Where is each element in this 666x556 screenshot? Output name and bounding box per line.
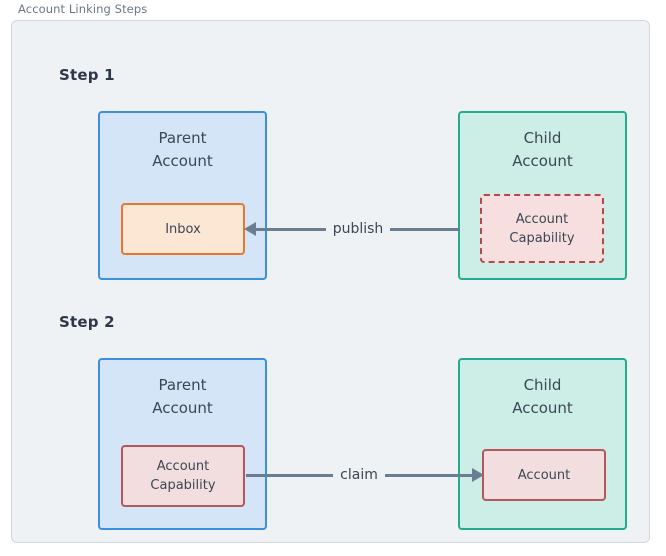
arrow-head-right-icon: [472, 468, 485, 482]
step-2-claim-arrow: claim: [246, 465, 485, 485]
step-2-parent-account-title: Parent Account: [152, 376, 213, 417]
step-1-child-account-title: Child Account: [512, 129, 573, 170]
arrow-line-segment: [246, 473, 334, 477]
step-1-arrow-label: publish: [332, 221, 384, 237]
arrow-head-left-icon: [244, 222, 256, 236]
step-2-label: Step 2: [59, 313, 115, 331]
arrow-line-segment: [384, 473, 473, 477]
diagram-frame: Step 1 Parent Account Inbox Child Accoun…: [11, 20, 650, 543]
step-2-account-chip[interactable]: Account: [482, 449, 606, 501]
arrow-line-segment: [390, 227, 460, 231]
step-2-account-capability-chip[interactable]: Account Capability: [121, 445, 245, 507]
step-1-account-capability-chip[interactable]: Account Capability: [480, 194, 604, 263]
step-2-child-account-box[interactable]: Child Account: [458, 358, 627, 530]
step-1-inbox-chip[interactable]: Inbox: [121, 203, 245, 255]
step-1-parent-account-title: Parent Account: [152, 129, 213, 170]
step-1-publish-arrow: publish: [244, 219, 460, 239]
figure-caption: Account Linking Steps: [18, 2, 148, 16]
step-2-arrow-label: claim: [340, 467, 378, 483]
arrow-line-segment: [256, 227, 326, 231]
step-2-child-account-title: Child Account: [512, 376, 573, 417]
step-1-label: Step 1: [59, 66, 115, 84]
